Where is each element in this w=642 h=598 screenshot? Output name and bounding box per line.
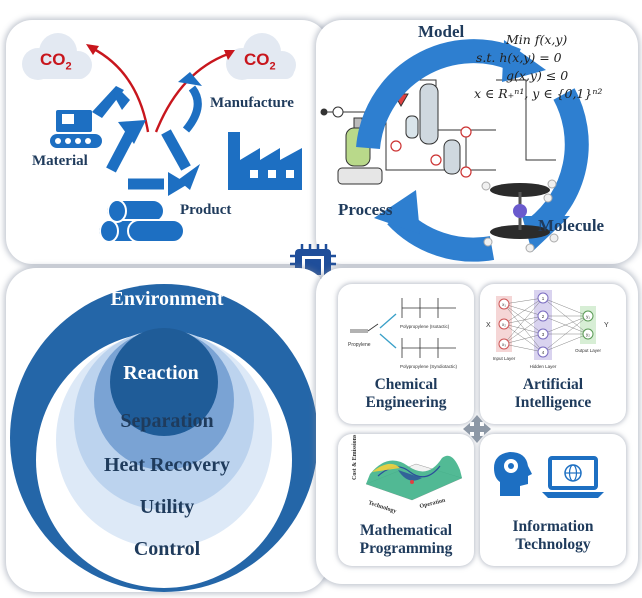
surface-y-axis-text: Operation <box>419 498 447 510</box>
nn-hidden-3: 3 <box>542 332 545 337</box>
co2-right-label: CO2 <box>244 50 276 73</box>
environment-label: Environment <box>110 288 224 310</box>
distillation-column-icon <box>405 83 461 175</box>
material-label: Material <box>32 153 88 169</box>
lifecycle-graphics <box>22 33 302 243</box>
mathematical-programming-card: Cost & Emissions Technology Operation Ma… <box>338 434 474 566</box>
nn-x-text: X <box>486 322 491 329</box>
emission-arrowhead-left <box>86 44 99 55</box>
recycle-icon <box>106 129 191 190</box>
nn-hidden-layer-text: Hidden Layer <box>530 364 557 369</box>
information-technology-label-2: Technology <box>515 536 591 553</box>
chemical-engineering-label-2: Engineering <box>365 394 447 411</box>
utility-label: Utility <box>139 496 195 518</box>
propylene-text: Propylene <box>348 342 371 348</box>
process-graphics <box>320 39 589 262</box>
valve-icons <box>390 126 472 178</box>
polymer-reaction-diagram: Propylene Polypropylene (Isotactic) Poly… <box>348 298 458 369</box>
onion-panel: Environment Reaction Separation Heat Rec… <box>6 268 328 592</box>
molecule-icon <box>481 179 559 253</box>
it-icons <box>494 452 604 498</box>
co2-cloud-left-icon <box>22 33 92 80</box>
nn-output-1: y₁ <box>586 314 590 319</box>
product-label: Product <box>180 202 232 218</box>
co2-left-label: CO2 <box>40 50 72 73</box>
manufacture-label: Manufacture <box>210 95 294 111</box>
chemical-engineering-label-1: Chemical <box>374 376 438 393</box>
objective-equation: Min f(x,y) <box>506 32 568 47</box>
equality-constraint: s.t. h(x,y) = 0 <box>476 50 562 65</box>
surface-plot-diagram: Cost & Emissions Technology Operation <box>352 434 463 515</box>
process-model-panel: Model Process Molecule Min f(x,y) s.t. h… <box>316 20 638 264</box>
co2-cloud-right-icon <box>226 33 296 80</box>
model-label: Model <box>418 22 465 41</box>
artificial-intelligence-label-2: Intelligence <box>514 394 592 411</box>
nn-input-2: x₂ <box>502 322 506 327</box>
information-technology-label-1: Information <box>512 518 594 535</box>
product-pipes-icon <box>97 199 185 243</box>
domain-constraint: x ∈ R₊ⁿ¹, y ∈ {0,1}ⁿ² <box>474 86 603 101</box>
process-label: Process <box>338 200 393 219</box>
isotactic-text: Polypropylene (Isotactic) <box>400 324 450 329</box>
life-cycle-panel: CO2 CO2 Material Manufacture Product <box>6 20 328 264</box>
control-label: Control <box>133 538 201 560</box>
nn-hidden-1: 1 <box>542 296 545 301</box>
heat-recovery-label: Heat Recovery <box>103 454 231 476</box>
onion-rings <box>10 284 318 592</box>
inequality-constraint: g(x,y) ≤ 0 <box>506 68 569 83</box>
factory-icon <box>228 132 302 190</box>
artificial-intelligence-label-1: Artificial <box>522 376 584 393</box>
molecule-label: Molecule <box>538 216 605 235</box>
heat-exchanger-icon <box>337 167 383 185</box>
emission-arrowhead-right <box>224 50 235 60</box>
neural-network-diagram: x₁ x₂ x₃ 1 2 3 4 y₁ y₂ Input Layer Hidde… <box>486 290 609 369</box>
reaction-label: Reaction <box>123 362 199 384</box>
mathematical-programming-label-1: Mathematical <box>359 522 453 539</box>
nn-input-1: x₁ <box>502 302 506 307</box>
separation-label: Separation <box>120 410 214 432</box>
chemical-engineering-card: Propylene Polypropylene (Isotactic) Poly… <box>338 284 474 424</box>
nn-input-layer-text: Input Layer <box>493 356 516 361</box>
nn-hidden-4: 4 <box>542 350 545 355</box>
nn-input-3: x₃ <box>502 342 506 347</box>
nn-output-2: y₂ <box>586 332 590 337</box>
surface-x-axis-text: Technology <box>367 500 397 515</box>
nn-hidden-2: 2 <box>542 314 545 319</box>
excavator-icon <box>50 86 130 148</box>
disciplines-panel: Propylene Polypropylene (Isotactic) Poly… <box>316 268 638 584</box>
nn-y-text: Y <box>604 322 609 329</box>
information-technology-card: Information Technology <box>480 434 626 566</box>
artificial-intelligence-card: x₁ x₂ x₃ 1 2 3 4 y₁ y₂ Input Layer Hidde… <box>480 284 626 424</box>
surface-z-axis-text: Cost & Emissions <box>352 434 358 480</box>
ring-reaction <box>110 328 218 436</box>
recycle-arrowheads <box>118 72 202 196</box>
mathematical-programming-label-2: Programming <box>359 540 453 557</box>
four-way-arrow-icon <box>463 415 491 443</box>
laptop-globe-icon <box>542 456 604 498</box>
gear-head-icon <box>494 452 532 496</box>
nn-output-layer-text: Output Layer <box>575 348 602 353</box>
syndiotactic-text: Polypropylene (Syndiotactic) <box>400 364 458 369</box>
